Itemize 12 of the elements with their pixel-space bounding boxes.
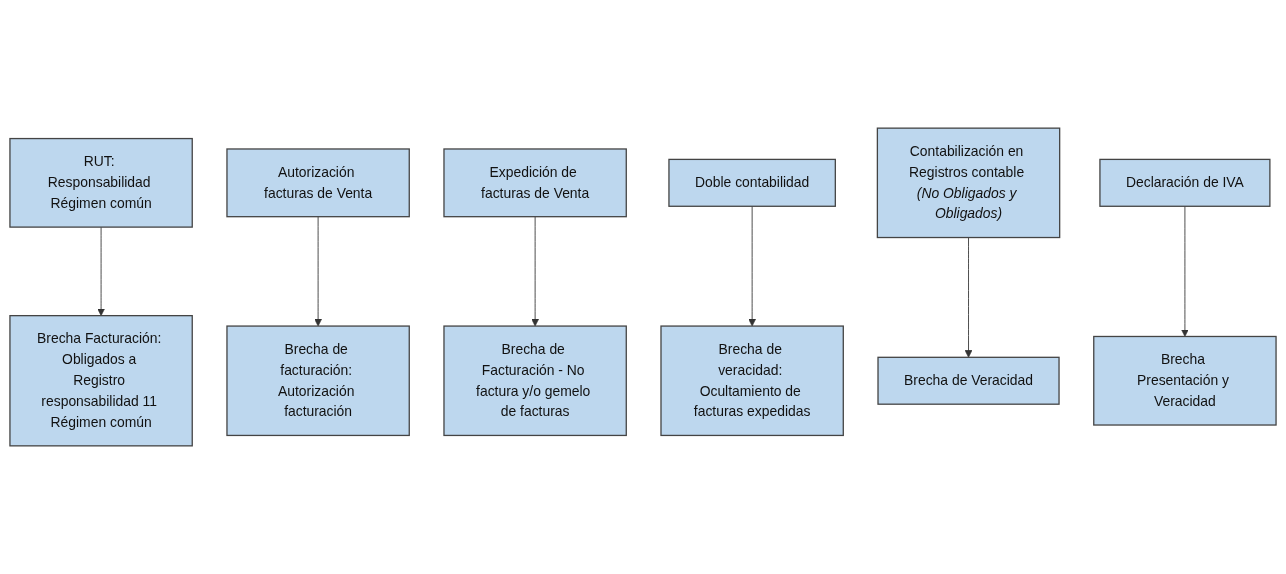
node-box: Brecha de Facturación - No factura y/o gemelo de facturas bbox=[443, 325, 627, 437]
node-box: Brecha Presentación y Veracidad bbox=[1093, 335, 1277, 426]
node-box: Doble contabilidad bbox=[668, 158, 836, 207]
node-box: Brecha Facturación: Obligados a Registro responsabilidad 11 Régimen común bbox=[9, 315, 193, 447]
node-box: Brecha de Veracidad bbox=[877, 356, 1060, 405]
node-box: Brecha de facturación: Autorización facturación bbox=[226, 325, 410, 437]
node-box: Autorización facturas de Venta bbox=[226, 148, 410, 218]
node-box: Brecha de veracidad: Ocultamiento de facturas expedidas bbox=[660, 325, 844, 437]
node-box: Contabilización en Registros contable (No Obligados y Obligados) bbox=[876, 127, 1061, 239]
node-box: Declaración de IVA bbox=[1099, 158, 1271, 207]
node-box: Expedición de facturas de Venta bbox=[443, 148, 627, 218]
node-box: RUT: Responsabilidad Régimen común bbox=[9, 137, 193, 228]
